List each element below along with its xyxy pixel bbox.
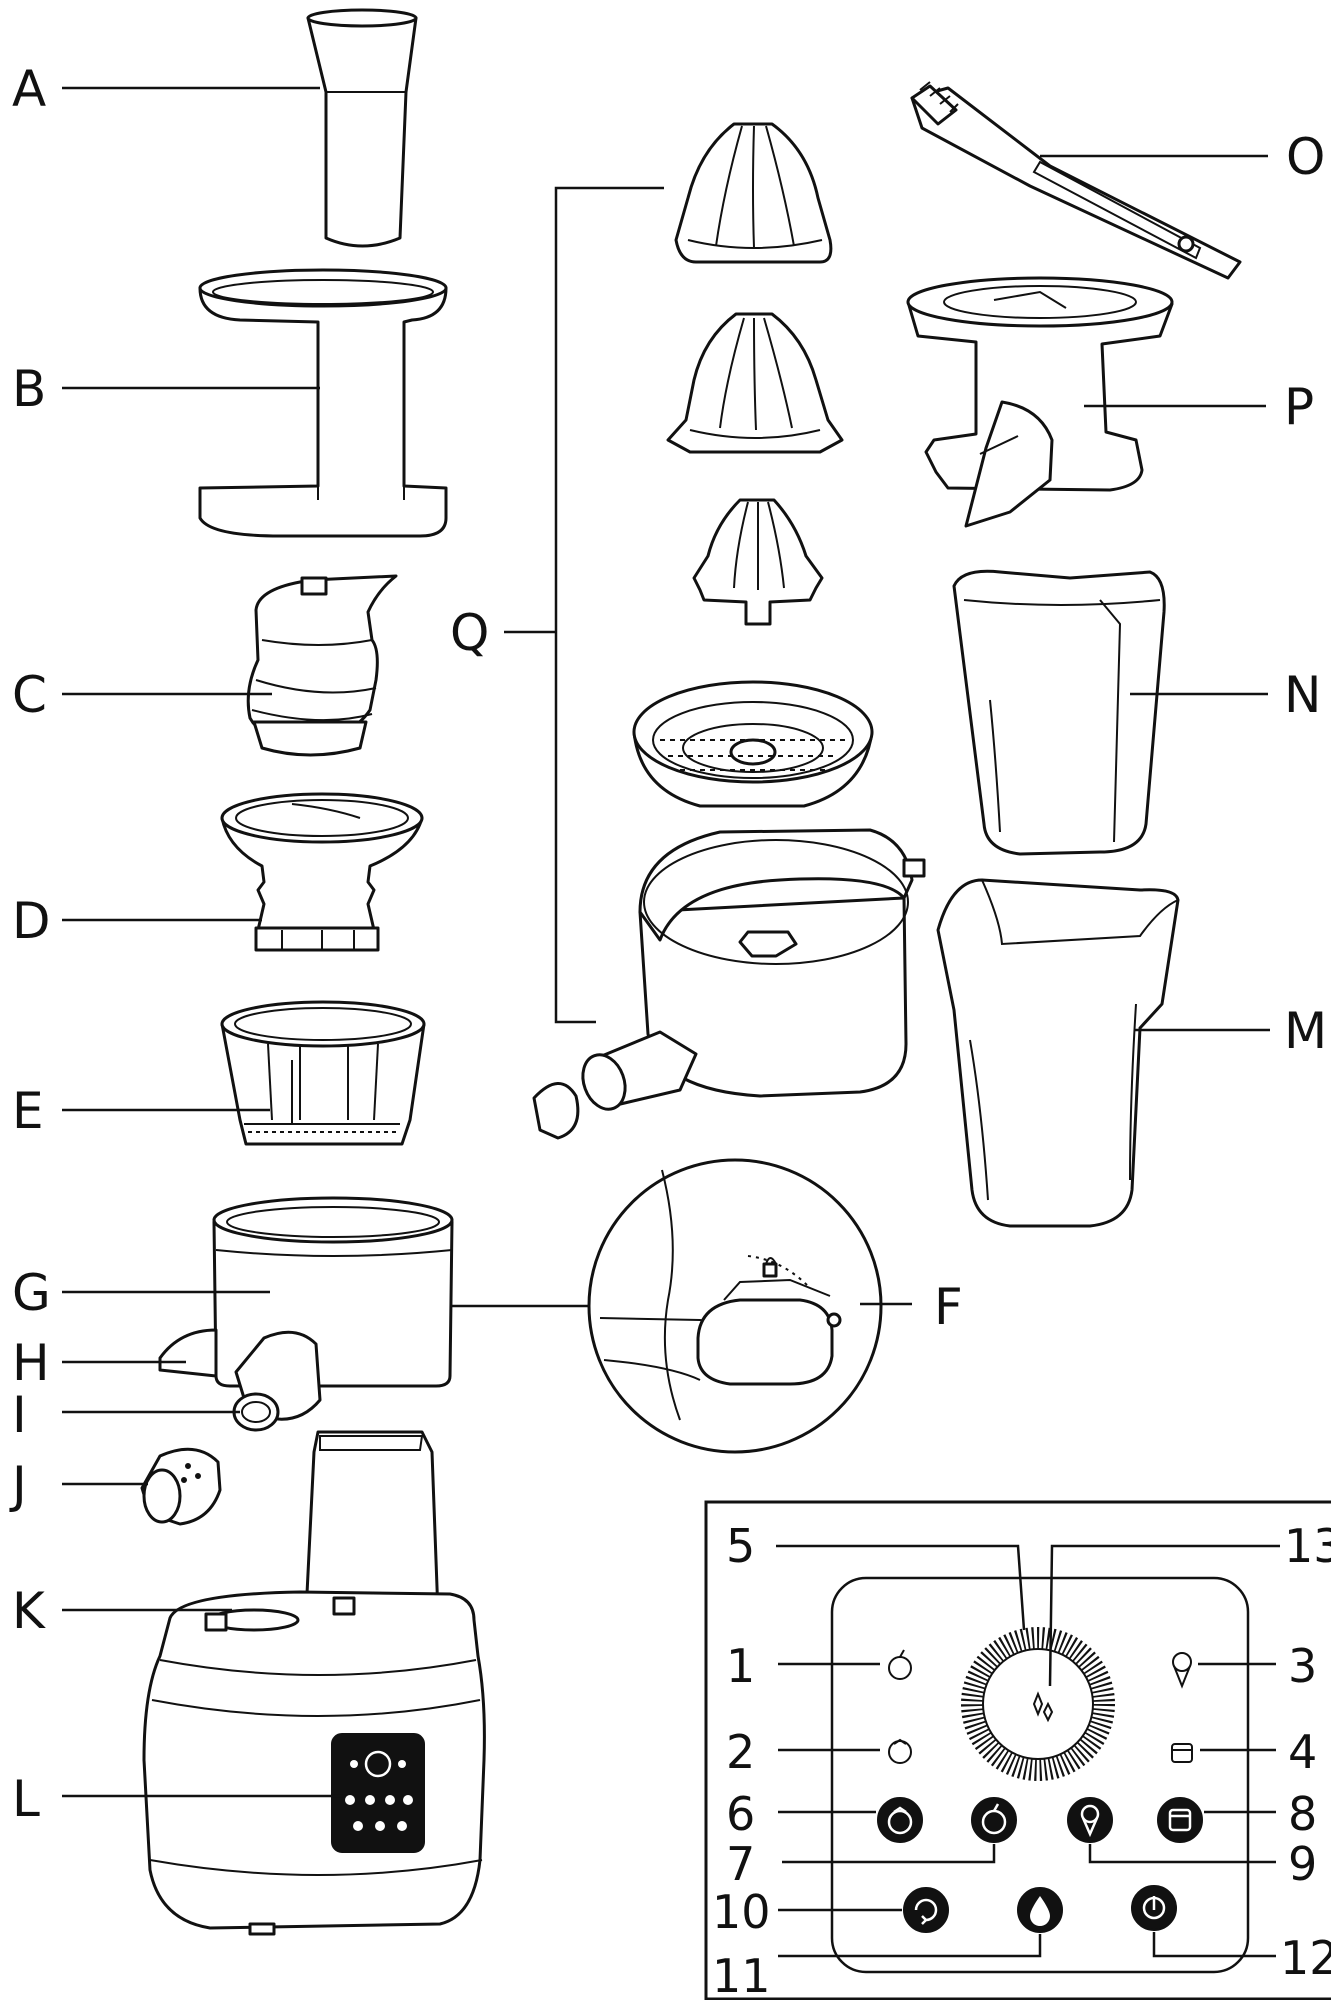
label-b: B <box>12 360 46 418</box>
ice-cream-indicator-icon <box>1172 1652 1192 1689</box>
part-f-lock-detail <box>587 1158 883 1454</box>
ice-cream-program-button[interactable] <box>1067 1797 1113 1843</box>
label-f: F <box>934 1278 963 1336</box>
label-g: G <box>12 1264 51 1322</box>
part-m-pulp-jug <box>936 878 1180 1228</box>
panel-number-9: 9 <box>1288 1837 1317 1891</box>
tomato-program-button[interactable] <box>877 1797 923 1843</box>
apple-indicator-icon <box>888 1649 912 1680</box>
part-n-juice-jug <box>952 569 1166 856</box>
panel-number-12: 12 <box>1280 1931 1331 1985</box>
label-l: L <box>12 1770 40 1828</box>
part-q-citrus-bowl <box>532 828 926 1140</box>
panel-number-10: 10 <box>712 1885 771 1939</box>
part-q-citrus-cone-large <box>674 122 833 264</box>
panel-number-4: 4 <box>1288 1725 1317 1779</box>
part-e-fine-strainer <box>220 1000 426 1146</box>
label-i: I <box>12 1386 27 1444</box>
label-p: P <box>1284 378 1314 436</box>
panel-number-7: 7 <box>726 1837 755 1891</box>
clean-button[interactable] <box>1017 1887 1063 1933</box>
control-panel-inset <box>704 1500 1331 2000</box>
part-d-strainer-holder <box>220 792 424 952</box>
panel-number-8: 8 <box>1288 1787 1317 1841</box>
part-p-strainer-housing <box>906 276 1174 528</box>
part-q-citrus-cone-small <box>692 498 824 626</box>
part-k-motor-base <box>142 1430 486 1936</box>
panel-number-5: 5 <box>726 1519 755 1573</box>
panel-number-3: 3 <box>1288 1639 1317 1693</box>
reverse-button[interactable] <box>903 1887 949 1933</box>
power-button[interactable] <box>1131 1885 1177 1931</box>
jar-indicator-icon <box>1171 1743 1193 1763</box>
leader-lines <box>62 86 1280 1958</box>
part-o-cleaning-brush <box>910 81 1242 280</box>
apple-program-button[interactable] <box>971 1797 1017 1843</box>
part-c-auger <box>246 574 398 757</box>
panel-number-11: 11 <box>712 1949 771 2000</box>
label-o: O <box>1286 128 1325 186</box>
label-e: E <box>12 1082 44 1140</box>
jar-program-button[interactable] <box>1157 1797 1203 1843</box>
part-a-pusher <box>306 8 418 248</box>
label-n: N <box>1284 666 1321 724</box>
label-j: J <box>9 1456 27 1514</box>
part-q-filter-basket <box>632 680 874 808</box>
label-q: Q <box>450 604 489 662</box>
label-d: D <box>12 892 51 950</box>
panel-number-13: 13 <box>1284 1519 1331 1573</box>
panel-number-1: 1 <box>726 1639 755 1693</box>
label-k: K <box>12 1582 46 1640</box>
label-m: M <box>1284 1002 1327 1060</box>
part-q-citrus-cone-medium <box>666 312 844 454</box>
panel-number-6: 6 <box>726 1787 755 1841</box>
panel-number-2: 2 <box>726 1725 755 1779</box>
label-c: C <box>12 666 47 724</box>
tomato-indicator-icon <box>888 1738 912 1764</box>
part-b-feed-tube <box>198 268 448 538</box>
part-j-drip-stop-cap <box>140 1447 222 1526</box>
label-a: A <box>12 60 46 118</box>
label-h: H <box>12 1334 50 1392</box>
part-h-pulp-outlet <box>158 1328 218 1378</box>
